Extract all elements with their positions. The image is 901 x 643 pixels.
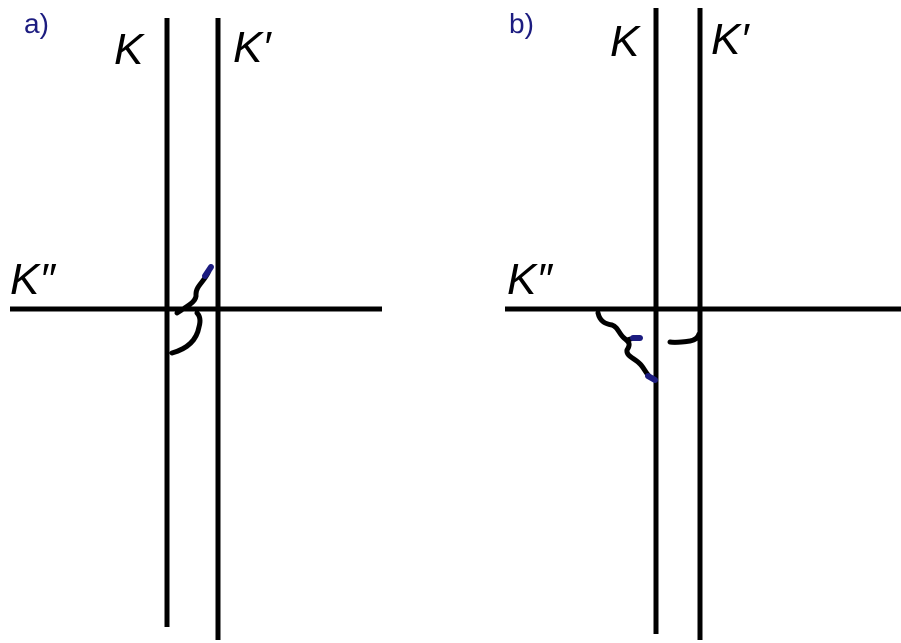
panel-b-label-k-prime: K′	[711, 15, 750, 64]
panel-a-lower-curve	[169, 310, 203, 356]
panel-b-right-hook	[667, 331, 702, 345]
panel-b-left-curve-tip	[645, 373, 658, 383]
panel-a-label-k: K	[114, 25, 145, 74]
panel-b-label-k-double-prime: K″	[507, 255, 553, 304]
panel-b: b) K K′ K″	[505, 8, 901, 640]
panel-a-label: a)	[24, 8, 49, 39]
panel-a-upper-curve	[174, 268, 212, 316]
panel-b-label: b)	[509, 8, 534, 39]
panel-b-label-k: K	[610, 17, 641, 66]
panel-b-left-curve	[595, 310, 654, 381]
panel-a-label-k-double-prime: K″	[10, 255, 56, 304]
panel-a-upper-curve-tip	[202, 264, 214, 279]
panel-a-label-k-prime: K′	[233, 23, 272, 72]
panel-a: a) K K′ K″	[10, 8, 382, 640]
